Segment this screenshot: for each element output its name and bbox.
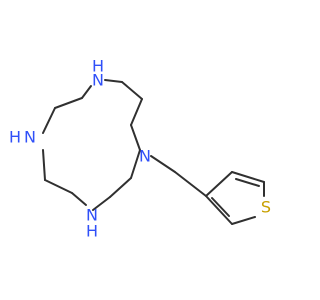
atom-n-bottom: N [86,206,98,225]
bond-hn-left-c9 [42,107,56,134]
atom-n-right: N [139,147,151,166]
bond-nh-bottom-c6 [71,192,87,206]
bond-c6-c7 [44,179,73,194]
atom-n-left: N [24,128,36,147]
atom-labels: H N H N N N H S [9,57,271,241]
bond-c3-n-right [130,124,141,151]
bond-c3thio-c4thio [205,171,233,197]
bond-n-right-c4 [130,149,141,179]
bond-c9-c10 [54,97,83,109]
bond-nh-top-to-c1 [104,79,123,83]
bond-c4thio-c5thio [231,171,265,183]
bond-s-c2thio [231,216,256,225]
bond-c2thio-c3thio [205,195,233,225]
macrocycle-bonds [42,79,143,211]
thiophene-ring-bonds [205,171,265,225]
bond-c2-c3 [130,98,143,126]
bond-c7-c8 [42,149,46,181]
bond-c4-c5 [109,177,132,198]
bond-c4thio-c5thio-double [235,178,260,187]
bond-c10-nh-top [81,85,92,99]
atom-n-left-h: H [9,128,21,147]
atom-n-bottom-h: H [86,222,98,241]
atom-s: S [261,198,271,217]
side-chain-bonds [150,155,207,197]
bond-c5-nh-bottom [92,196,111,211]
atom-n-top: N [92,71,104,90]
bond-ch2a-ch2b [174,171,207,197]
bond-n-right-ch2a [150,155,176,173]
bond-c2thio-c3thio-double [211,197,230,217]
atom-n-top-h: H [92,57,104,76]
chemical-structure-diagram: H N H N N N H S [9,57,271,241]
bond-c1-c2 [121,81,143,100]
